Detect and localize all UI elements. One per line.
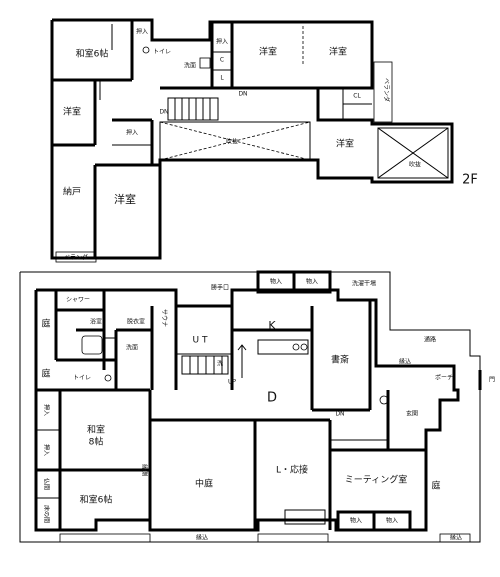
washitsu6-1f-label: 和室6帖	[80, 494, 113, 506]
mon-label: 門	[489, 377, 495, 384]
butsuma-label: 仏間	[43, 478, 50, 490]
toilet-fixture-icon	[142, 46, 150, 54]
engawa-label: 縁側	[141, 464, 149, 476]
floor-1: 物入 物入 洗濯干場 勝手口 シャワー 庭 浴室 脱衣室 サウナ 洗面 U T …	[19, 270, 495, 543]
washitsu8-size-label: 8帖	[89, 436, 104, 448]
floor-mark-2f: 2F	[462, 173, 478, 188]
porch-label: ポーチ	[435, 374, 453, 382]
stove-icon-2	[300, 343, 308, 351]
stairs-1f	[189, 356, 223, 374]
ut-label: U T	[193, 336, 208, 346]
oshiire2-label: 押入	[43, 444, 51, 456]
room-yoshitsu-tr1: 洋室	[259, 46, 277, 58]
datsui-label: 脱衣室	[127, 318, 145, 326]
toilet-2f-label: トイレ	[153, 49, 171, 56]
sauna-label: サウナ	[161, 309, 169, 327]
engawa-br-label: 縁込	[450, 534, 462, 542]
genkan-label: 玄関	[406, 410, 418, 418]
k-label: K	[268, 319, 276, 332]
cl-c-label: CL	[353, 93, 361, 100]
toko-label: 床の間	[43, 505, 51, 523]
fukinuke-right-label: 吹抜	[409, 161, 421, 169]
stove-icon	[292, 343, 300, 351]
sen-label: 洗	[217, 360, 223, 368]
room-yoshitsu-tr2: 洋室	[329, 46, 347, 58]
toilet-1f-icon	[104, 374, 112, 382]
oshiire-c-label: 押入	[216, 38, 228, 46]
room-yoshitsu-center: 洋室	[114, 192, 136, 206]
fukinuke-center-label: 吹抜	[226, 138, 238, 146]
l-oshitsu-label: L・応接	[276, 464, 308, 476]
tsuro-label: 通路	[424, 336, 436, 344]
niwa-l-label: 庭	[41, 368, 50, 380]
meeting-label: ミーティング室	[345, 474, 407, 486]
mono1-label: 物入	[270, 278, 282, 286]
room-washitsu6-2f: 和室6帖	[76, 48, 109, 60]
d-label: D	[267, 391, 277, 406]
up-1f-label: UP	[228, 379, 236, 386]
stairs-2f	[174, 98, 211, 120]
toilet-1f-label: トイレ	[73, 375, 91, 382]
senmen-1f-label: 洗面	[126, 344, 138, 352]
niwa-tl-label: 庭	[41, 318, 50, 330]
dn-a-label: DN	[159, 109, 168, 116]
veranda-bottom-label: ベランダ	[64, 254, 88, 262]
room-yoshitsu-right: 洋室	[336, 138, 354, 150]
sentaku-label: 洗濯干場	[352, 280, 376, 288]
oshiire1-label: 押入	[43, 404, 51, 416]
floor-2: 和室6帖 押入 トイレ 洗面 DN 洋室 納戸 洋室 ベランダ 押入 吹抜 押入…	[50, 18, 478, 263]
bathtub-icon	[81, 335, 103, 355]
genkan-fixture-icon	[379, 395, 389, 405]
nakaniwa-label: 中庭	[195, 478, 213, 490]
yokushitsu-label: 浴室	[90, 318, 102, 326]
senmen-2f-label: 洗面	[184, 62, 196, 70]
cl-a-label: C	[220, 57, 224, 64]
cl-b-label: L	[220, 75, 224, 82]
sink-icon	[199, 57, 211, 69]
mono4-label: 物入	[386, 517, 398, 525]
washitsu8-label: 和室	[87, 424, 105, 436]
shosai-label: 書斎	[331, 354, 349, 366]
oshiire-a-label: 押入	[136, 28, 148, 36]
shower-label: シャワー	[66, 297, 90, 304]
room-yoshitsu-left: 洋室	[63, 106, 81, 118]
dn-1f-label: DN	[335, 411, 344, 418]
room-nando: 納戸	[63, 186, 81, 198]
engawa-bl-label: 縁込	[196, 534, 208, 542]
oshiire-b-label: 押入	[126, 129, 138, 137]
veranda-right-label: ベランダ	[383, 78, 391, 102]
mono3-label: 物入	[350, 517, 362, 525]
mono2-label: 物入	[306, 278, 318, 286]
dn-b-label: DN	[238, 91, 247, 98]
tesuri-label: 勝手口	[211, 284, 229, 292]
niwa-r-label: 庭	[431, 480, 440, 492]
engawa-top-label: 縁込	[399, 358, 411, 366]
